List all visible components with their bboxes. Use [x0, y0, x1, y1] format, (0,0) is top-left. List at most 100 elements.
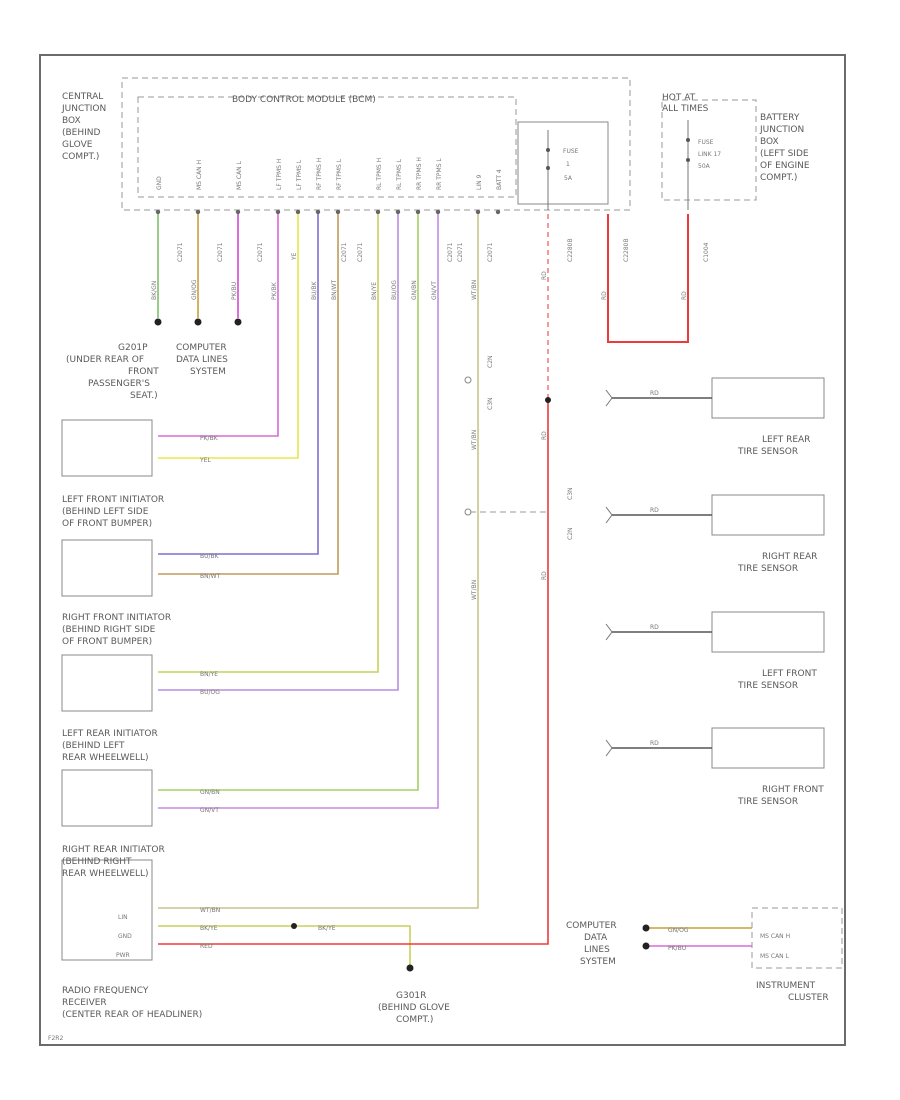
svg-text:(CENTER REAR OF HEADLINER): (CENTER REAR OF HEADLINER) [62, 1010, 202, 1020]
svg-text:BATTERY: BATTERY [760, 113, 800, 123]
wire-rx-gnd [158, 925, 411, 966]
svg-text:G201P: G201P [118, 343, 148, 353]
right-front-initiator-label: RIGHT FRONT INITIATOR (BEHIND RIGHT SIDE… [62, 613, 171, 647]
wire-batt [607, 214, 689, 343]
splice-node [545, 397, 551, 403]
sensor-wire-label: RD [650, 507, 659, 514]
sensor-wire-label: RD [650, 624, 659, 631]
svg-text:OF FRONT BUMPER): OF FRONT BUMPER) [62, 637, 152, 647]
svg-text:MS CAN H: MS CAN H [760, 933, 790, 940]
svg-text:(BEHIND LEFT SIDE: (BEHIND LEFT SIDE [62, 507, 149, 517]
connector-label: C2071 [257, 242, 264, 262]
wire-color-label: WT/BN [471, 580, 478, 600]
connector-label: C2071 [217, 242, 224, 262]
svg-text:COMPUTER: COMPUTER [176, 343, 227, 353]
wire-lf-l [158, 214, 299, 459]
svg-text:G301R: G301R [396, 991, 426, 1001]
receiver-pin-labels: LIN GND PWR [116, 914, 132, 959]
wire-color-label: RD [601, 291, 608, 300]
bcm-pin-label: RF TPMS L [336, 158, 343, 190]
wire-color-label: RD [541, 431, 548, 440]
svg-text:COMPT.): COMPT.) [62, 152, 99, 162]
wire-color-label: WT/BN [471, 430, 478, 450]
connector-label: C2071 [341, 242, 348, 262]
bcm-pin-terminal [495, 209, 501, 215]
lf-initiator-box [61, 419, 153, 477]
wire-lin [158, 214, 479, 909]
rf-initiator-wire-label: BN/WT [200, 573, 221, 580]
tire-sensor-left-front [711, 611, 825, 653]
rl-initiator-wire-label: BN/YE [200, 671, 218, 678]
data-line-terminal [642, 924, 650, 932]
svg-text:DATA LINES: DATA LINES [176, 355, 228, 365]
bcm-pin-terminal [335, 209, 341, 215]
antenna-icon [605, 506, 613, 524]
ground-g301 [406, 964, 414, 972]
rr-initiator-wire-label: GN/VT [200, 807, 219, 814]
antenna-icon [605, 389, 613, 407]
tire-sensor-label: LEFT FRONT [762, 669, 817, 679]
wire-rl-h [158, 214, 379, 673]
wire-rf-l [158, 214, 339, 575]
wire-rf-h [158, 214, 319, 555]
svg-text:JUNCTION: JUNCTION [759, 125, 804, 135]
svg-text:FRONT: FRONT [128, 367, 159, 377]
tire-sensor-label: TIRE SENSOR [737, 681, 798, 691]
svg-text:PWR: PWR [116, 952, 130, 959]
receiver-gnd-branch-label: BK/YE [318, 925, 336, 932]
svg-text:(BEHIND LEFT: (BEHIND LEFT [62, 741, 125, 751]
hot-at-all-times-label: HOT AT ALL TIMES [662, 93, 709, 114]
splice-label: C2N [567, 528, 574, 541]
wire-color-label: BU/BK [311, 280, 318, 300]
svg-text:COMPT.): COMPT.) [396, 1015, 433, 1025]
splice-label: C3N [567, 488, 574, 501]
rf-initiator-box [61, 539, 153, 597]
svg-text:SYSTEM: SYSTEM [580, 957, 616, 967]
wire-color-label: BN/YE [371, 282, 378, 300]
svg-text:ALL TIMES: ALL TIMES [662, 104, 709, 114]
svg-text:CENTRAL: CENTRAL [62, 92, 103, 102]
bcm-pin-label: BATT 4 [496, 169, 503, 190]
bcm-pin-terminal [235, 209, 241, 215]
svg-text:LEFT FRONT INITIATOR: LEFT FRONT INITIATOR [62, 495, 164, 505]
antenna-icon [605, 739, 613, 757]
bcm-pin-label: RL TPMS L [396, 158, 403, 190]
wire-color-label: GN/BN [411, 280, 418, 300]
wire-color-label: GN/OG [191, 279, 198, 300]
wire-color-label: RD [541, 271, 548, 280]
receiver-wire-label: BK/YE [200, 925, 218, 932]
bcm-pin-terminal [295, 209, 301, 215]
central-junction-box-label: CENTRAL JUNCTION BOX (BEHIND GLOVE COMPT… [61, 92, 106, 162]
bcm-pin-terminal [435, 209, 441, 215]
bcm-pin-label: RF TPMS H [316, 158, 323, 190]
instrument-cluster-label: INSTRUMENT CLUSTER [756, 981, 829, 1003]
svg-text:DATA: DATA [584, 933, 608, 943]
svg-text:HOT AT: HOT AT [662, 93, 696, 103]
cluster-pin-labels: MS CAN H MS CAN L [760, 933, 790, 960]
svg-text:(LEFT SIDE: (LEFT SIDE [760, 149, 809, 159]
svg-text:SYSTEM: SYSTEM [190, 367, 226, 377]
wire-color-label: BU/OG [391, 280, 398, 300]
bcm-pin-label: MS CAN H [196, 160, 203, 190]
connector-label: C2071 [357, 242, 364, 262]
connector-label: C2071 [177, 242, 184, 262]
wire-color-label: BN/WT [331, 279, 338, 300]
wire-color-label: PK/BU [231, 282, 238, 300]
tire-sensor-left-rear [711, 377, 825, 419]
bcm-pin-terminal [195, 209, 201, 215]
svg-text:LINES: LINES [584, 945, 610, 955]
rf-initiator-wire-label: BU/BK [200, 553, 220, 560]
central-junction-box [121, 77, 631, 211]
svg-text:SEAT.): SEAT.) [130, 391, 158, 401]
left-rear-initiator-label: LEFT REAR INITIATOR (BEHIND LEFT REAR WH… [62, 729, 158, 763]
data-line-terminal [642, 942, 650, 950]
bcm-pin-label: LIN 9 [476, 174, 483, 190]
bcm-pin-label: RR TPMS L [436, 158, 443, 190]
connector-label: C2071 [487, 242, 494, 262]
bcm-pin-terminal [315, 209, 321, 215]
battery-junction-box [661, 99, 757, 201]
svg-text:GLOVE: GLOVE [62, 140, 93, 150]
tire-sensor-right-rear [711, 494, 825, 536]
svg-text:CLUSTER: CLUSTER [788, 993, 829, 1003]
